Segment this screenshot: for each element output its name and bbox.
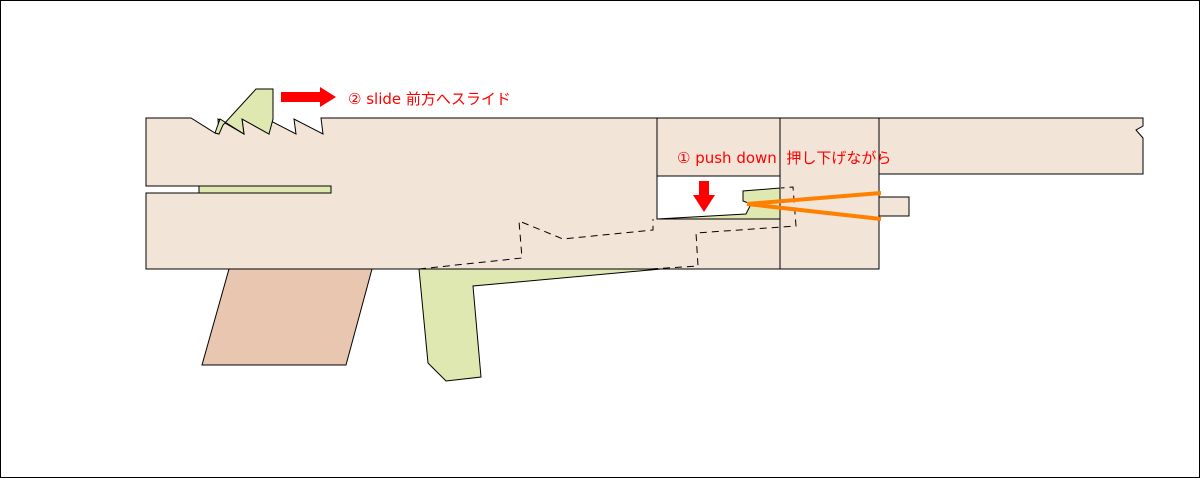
trigger-lever — [418, 268, 662, 382]
step2-label: ② slide 前方へスライド — [348, 90, 511, 108]
arrow-down-icon — [693, 181, 715, 212]
slide-knob — [214, 88, 274, 135]
barrel — [878, 117, 1144, 175]
grip — [201, 268, 373, 366]
spring-line — [746, 191, 882, 206]
step1-label: ① push down 押し下げながら — [677, 149, 891, 167]
latch — [656, 187, 781, 220]
arrow-right-icon — [281, 87, 336, 107]
slide-rod — [198, 185, 332, 194]
hidden-outline — [650, 186, 797, 270]
spring-line — [746, 202, 882, 221]
hidden-outline — [418, 219, 654, 270]
stub — [878, 196, 910, 217]
